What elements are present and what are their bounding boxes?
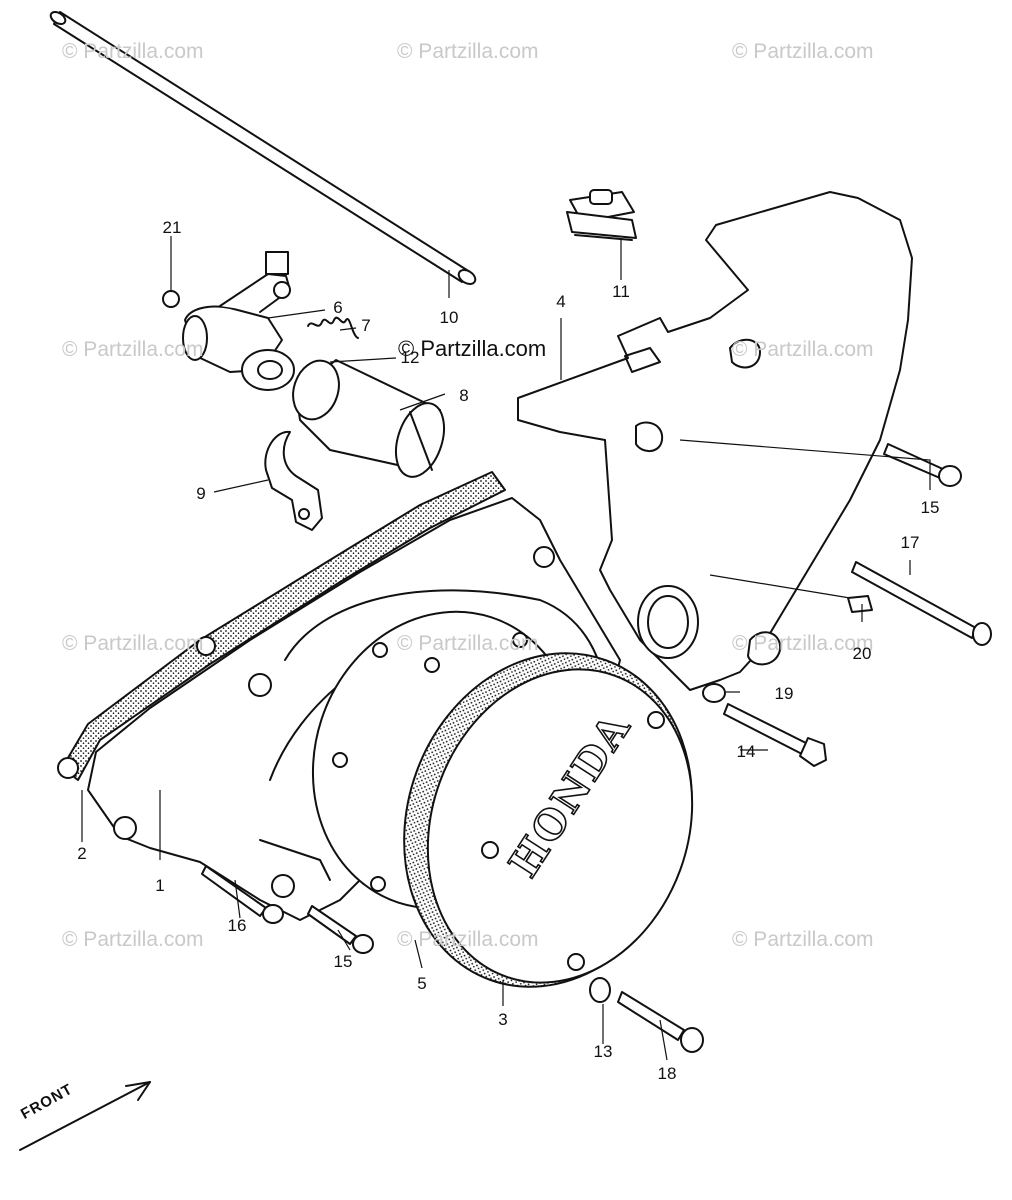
callout-number: 17	[900, 533, 920, 552]
callout-number: 20	[852, 644, 872, 663]
callout-number: 8	[459, 386, 469, 405]
rubber-mount-part	[566, 189, 637, 241]
bolt-14	[723, 703, 827, 767]
shift-fork-part	[264, 430, 323, 531]
bolt-17	[851, 561, 992, 646]
front-arrow	[19, 1081, 151, 1151]
bolt-16	[201, 865, 284, 924]
watermark: © Partzilla.com	[62, 928, 204, 951]
callout-number: 11	[612, 282, 630, 301]
callout-number: 18	[657, 1064, 677, 1083]
callout-number: 21	[162, 218, 182, 237]
spring-part	[307, 316, 359, 339]
callout-number: 3	[498, 1010, 508, 1029]
shift-rod-part	[49, 11, 477, 285]
gearshift-spindle-part	[162, 251, 295, 391]
leader-lines	[81, 236, 931, 1061]
watermark: © Partzilla.com	[62, 338, 204, 361]
watermark: © Partzilla.com	[62, 632, 204, 655]
bolt-18	[617, 991, 704, 1053]
watermark: © Partzilla.com	[62, 40, 204, 63]
center-watermark: © Partzilla.com	[398, 336, 547, 361]
callout-number: 10	[439, 308, 459, 327]
callout-number: 19	[774, 684, 794, 703]
callout-number: 1	[155, 876, 165, 895]
callout-number: 6	[333, 298, 343, 317]
dynamo-cover-part	[403, 652, 694, 988]
watermark: © Partzilla.com	[732, 338, 874, 361]
callout-number: 15	[920, 498, 940, 517]
callout-number: 16	[227, 916, 247, 935]
callout-number: 7	[361, 316, 371, 335]
grommet-20	[847, 595, 873, 613]
watermark: © Partzilla.com	[732, 928, 874, 951]
callout-number: 4	[556, 292, 566, 311]
rear-cover-part	[517, 191, 913, 691]
callout-number: 2	[77, 844, 87, 863]
callout-number: 9	[196, 484, 206, 503]
callout-number: 5	[417, 974, 427, 993]
washer-19	[702, 683, 726, 703]
watermark: © Partzilla.com	[397, 632, 539, 655]
callout-number: 13	[593, 1042, 613, 1061]
bolt-15-upper	[883, 443, 962, 487]
callout-number: 15	[333, 952, 353, 971]
watermark: © Partzilla.com	[397, 928, 539, 951]
callout-number: 14	[736, 742, 756, 761]
drum-part	[292, 359, 445, 478]
watermark: © Partzilla.com	[732, 632, 874, 655]
bolt-15-lower	[307, 905, 374, 954]
watermark: © Partzilla.com	[397, 40, 539, 63]
oring-13	[589, 977, 611, 1003]
watermark: © Partzilla.com	[732, 40, 874, 63]
callout-number: 12	[400, 348, 420, 367]
